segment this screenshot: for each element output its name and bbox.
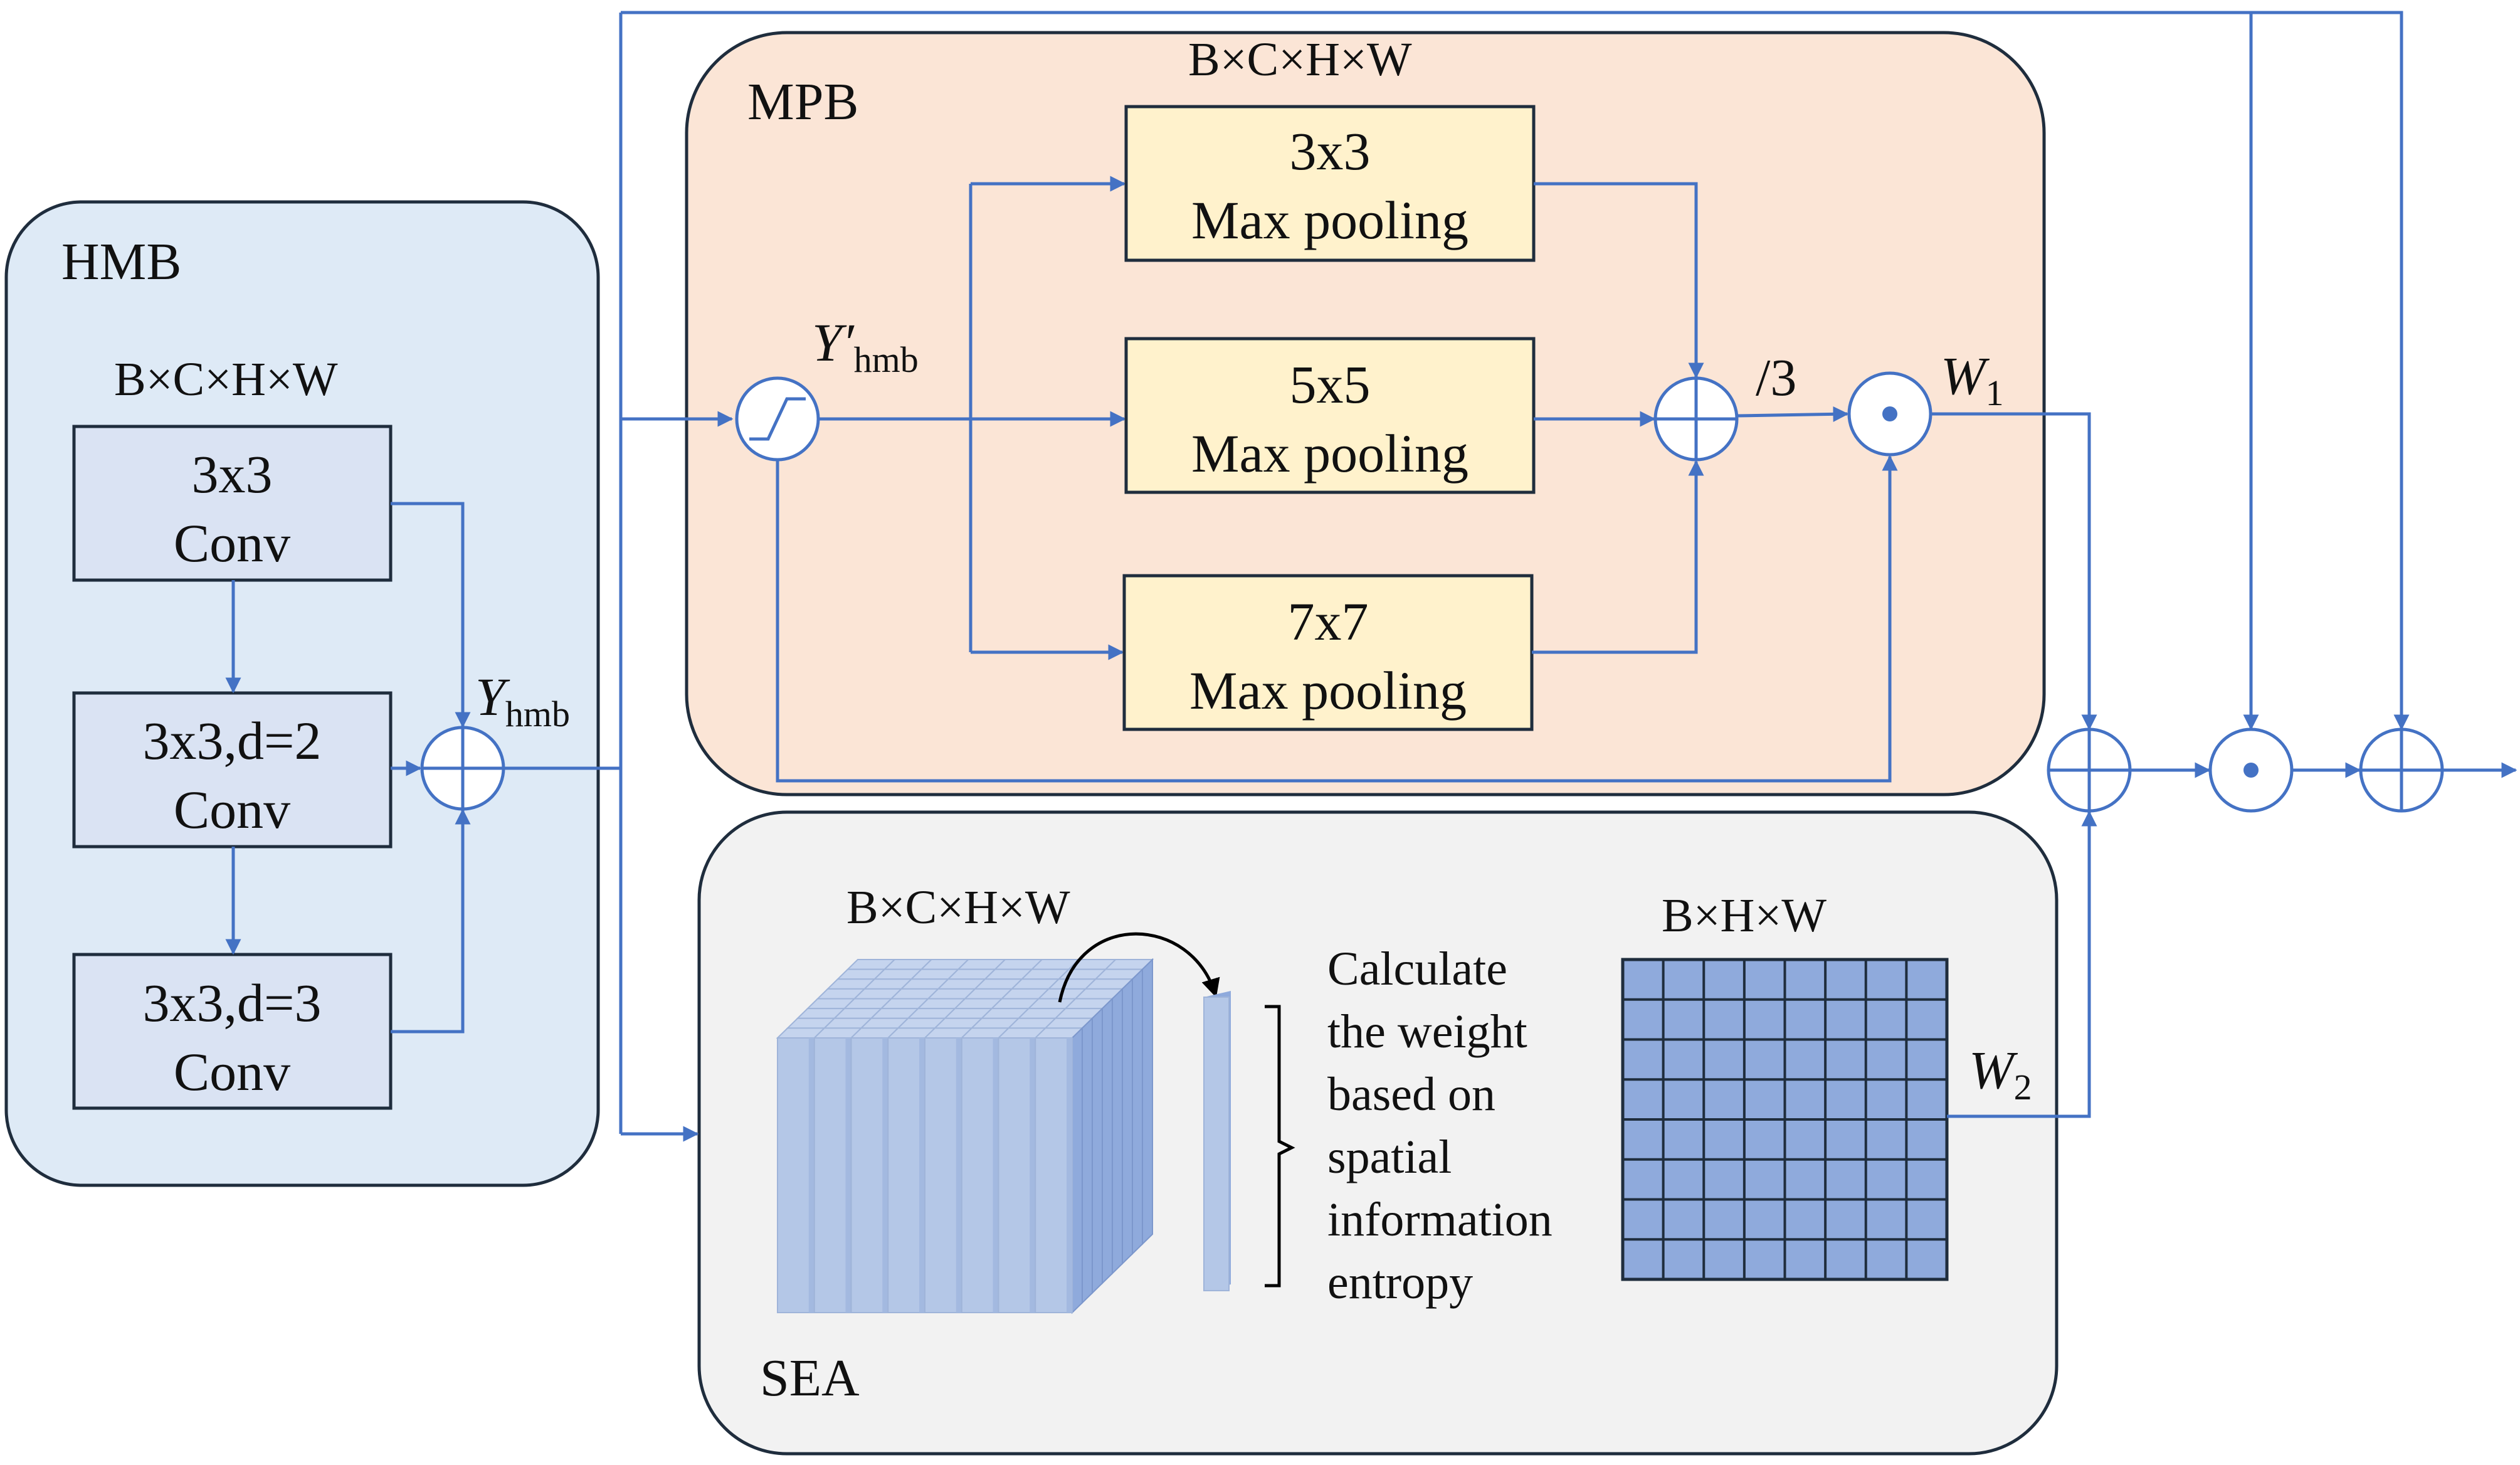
mpb-dim-label: B×C×H×W <box>1188 33 1412 86</box>
conv-3x3-d2-box: 3x3,d=2 Conv <box>72 691 393 849</box>
mpb-title: MPB <box>747 73 858 131</box>
svg-text:7x7: 7x7 <box>1288 591 1369 652</box>
max-pooling-3x3-box: 3x3 Max pooling <box>1124 105 1536 262</box>
hmb-dim-label: B×C×H×W <box>114 353 338 406</box>
svg-text:Max pooling: Max pooling <box>1191 423 1468 484</box>
svg-text:Conv: Conv <box>174 1042 290 1102</box>
w2-label: W2 <box>1969 1040 2032 1108</box>
conv-3x3-d3-box: 3x3,d=3 Conv <box>72 953 393 1110</box>
sea-title: SEA <box>760 1349 860 1407</box>
svg-text:Conv: Conv <box>174 513 290 573</box>
channel-vector-bar <box>1203 991 1231 1291</box>
y-hmb-label: Yhmb <box>475 667 570 734</box>
conv-3x3-box: 3x3 Conv <box>72 425 393 582</box>
spatial-weight-grid <box>1621 958 1949 1281</box>
residual-sum-icon <box>2359 727 2444 813</box>
sigmoid-icon <box>735 376 820 462</box>
curved-arrow-icon <box>1058 932 1220 1003</box>
max-pooling-5x5-box: 5x5 Max pooling <box>1124 337 1536 494</box>
svg-text:3x3: 3x3 <box>192 444 273 504</box>
fusion-sum-icon <box>2047 727 2132 813</box>
max-pooling-7x7-box: 7x7 Max pooling <box>1122 574 1534 731</box>
svg-text:Calculate: Calculate <box>1327 943 1507 995</box>
mpb-sum-icon <box>1653 376 1739 462</box>
divide-by-3-label: /3 <box>1756 349 1796 407</box>
svg-text:Max pooling: Max pooling <box>1189 660 1467 721</box>
fusion-multiply-icon <box>2208 727 2294 813</box>
mpb-multiply-icon <box>1847 371 1932 457</box>
svg-text:3x3,d=3: 3x3,d=3 <box>142 973 321 1033</box>
sea-tensor-dim-label: B×C×H×W <box>846 881 1070 934</box>
svg-text:spatial: spatial <box>1327 1131 1452 1183</box>
hmb-title: HMB <box>61 233 181 291</box>
brace-icon <box>1265 1005 1295 1288</box>
svg-text:information: information <box>1327 1193 1553 1246</box>
svg-text:entropy: entropy <box>1327 1256 1473 1309</box>
svg-text:5x5: 5x5 <box>1290 354 1371 415</box>
svg-text:based on: based on <box>1327 1068 1495 1121</box>
svg-text:3x3,d=2: 3x3,d=2 <box>142 711 321 771</box>
sea-description: Calculate the weight based on spatial in… <box>1327 943 1553 1309</box>
svg-text:3x3: 3x3 <box>1290 121 1371 181</box>
w1-label: W1 <box>1941 346 2004 413</box>
feature-tensor-cube <box>776 958 1154 1314</box>
y-hmb-prime-label: Y′hmb <box>812 312 919 380</box>
svg-text:the weight: the weight <box>1327 1005 1527 1058</box>
sea-map-dim-label: B×H×W <box>1662 889 1827 942</box>
svg-text:Conv: Conv <box>174 780 290 840</box>
hmb-sum-icon <box>420 726 505 811</box>
svg-text:Max pooling: Max pooling <box>1191 190 1468 250</box>
